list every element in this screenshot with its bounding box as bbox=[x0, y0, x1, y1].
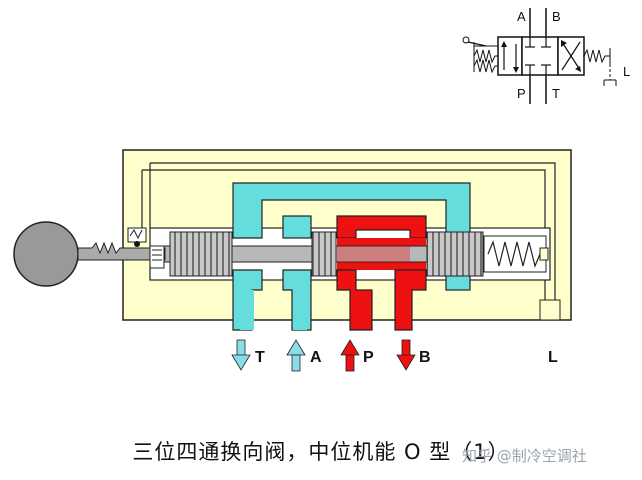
symbol-label-l: L bbox=[623, 64, 630, 79]
symbol-box-left bbox=[497, 36, 523, 76]
spool-land-3 bbox=[426, 231, 484, 277]
lever-knob bbox=[13, 221, 79, 287]
port-label-p: P bbox=[363, 349, 374, 366]
port-t-arrow bbox=[231, 339, 251, 371]
port-arrows: T A P B L bbox=[231, 339, 558, 372]
port-a-arrow bbox=[286, 339, 306, 372]
right-spring bbox=[483, 235, 549, 273]
port-label-t: T bbox=[255, 349, 265, 366]
port-label-b: B bbox=[419, 349, 431, 366]
spool bbox=[159, 231, 491, 277]
return-passages bbox=[232, 182, 471, 331]
symbol-label-b: B bbox=[552, 9, 561, 24]
port-label-l: L bbox=[548, 349, 558, 366]
symbol-box-center bbox=[521, 36, 559, 76]
spool-land-2 bbox=[311, 231, 337, 277]
symbol-label-p: P bbox=[517, 86, 526, 101]
port-b-arrow bbox=[396, 339, 416, 371]
lever-handle bbox=[13, 221, 166, 287]
symbol-label-a: A bbox=[517, 9, 526, 24]
diagram-caption: 三位四通换向阀，中位机能 O 型（1） bbox=[132, 440, 510, 464]
port-label-a: A bbox=[310, 349, 322, 366]
watermark: 知乎 @制冷空调社 bbox=[462, 447, 587, 465]
port-p-arrow bbox=[340, 339, 360, 372]
graphic-symbol: A B P T L bbox=[462, 8, 630, 104]
spool-neck-red bbox=[337, 246, 410, 262]
spool-land-1 bbox=[169, 231, 233, 277]
symbol-label-t: T bbox=[552, 86, 560, 101]
